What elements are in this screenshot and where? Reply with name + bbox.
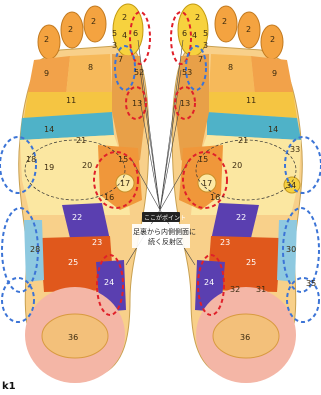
left-label-14: 14 bbox=[44, 125, 54, 134]
callout-line-2: 続く反射区 bbox=[148, 237, 183, 246]
left-label-21: 21 bbox=[76, 136, 86, 145]
left-label-24: 24 bbox=[104, 278, 114, 287]
right-label-21: 21 bbox=[238, 136, 248, 145]
bottom-text-fragment: k1 bbox=[2, 381, 16, 391]
right-label-14: 14 bbox=[268, 125, 278, 134]
right-label-20: 20 bbox=[232, 161, 242, 170]
left-zone-8-area bbox=[66, 54, 112, 95]
left-label-52: 52 bbox=[134, 68, 144, 77]
right-label-25: 25 bbox=[246, 258, 256, 267]
right-label-13: 13 bbox=[180, 99, 190, 108]
left-label-5: 5 bbox=[112, 29, 117, 38]
left-label-15: 15 bbox=[118, 155, 128, 164]
left-label-7: 7 bbox=[118, 55, 123, 64]
right-label-4: 4 bbox=[192, 31, 197, 40]
right-label-5: 5 bbox=[203, 29, 208, 38]
right-label-35: 35 bbox=[306, 279, 316, 288]
left-label-2b: 2 bbox=[68, 25, 73, 34]
left-label-20: 20 bbox=[82, 161, 92, 170]
left-label-22: 22 bbox=[72, 213, 82, 222]
right-label-7: 7 bbox=[198, 55, 203, 64]
left-label-3: 3 bbox=[112, 41, 117, 50]
callout-tag: ここがポイント bbox=[144, 214, 186, 222]
right-label-11: 11 bbox=[246, 96, 256, 105]
right-label-9: 9 bbox=[272, 69, 277, 78]
left-label-2d: 2 bbox=[122, 13, 127, 22]
right-zone-8-area bbox=[209, 54, 255, 95]
right-label-3: 3 bbox=[203, 41, 208, 50]
left-label-6: 6 bbox=[133, 29, 138, 38]
left-label-4: 4 bbox=[122, 31, 127, 40]
right-foot bbox=[172, 4, 302, 383]
left-label-28: 28 bbox=[30, 245, 40, 254]
left-label-17: 17 bbox=[120, 179, 130, 188]
right-label-31: 31 bbox=[256, 285, 266, 294]
right-label-16: 16 bbox=[210, 193, 220, 202]
right-label-2d: 2 bbox=[195, 13, 200, 22]
right-label-53: 53 bbox=[182, 68, 192, 77]
left-label-9: 9 bbox=[44, 69, 49, 78]
right-label-34: 34 bbox=[286, 181, 296, 190]
callout-line-1: 足裏から内側側面に bbox=[133, 227, 196, 236]
left-label-2c: 2 bbox=[91, 17, 96, 26]
right-label-24: 24 bbox=[204, 278, 214, 287]
left-label-18: 18 bbox=[26, 155, 36, 164]
right-label-2c: 2 bbox=[222, 17, 227, 26]
right-label-2b: 2 bbox=[246, 25, 251, 34]
right-label-6: 6 bbox=[182, 29, 187, 38]
right-label-15: 15 bbox=[198, 155, 208, 164]
right-label-8: 8 bbox=[228, 63, 233, 72]
left-foot bbox=[19, 4, 149, 383]
left-label-8: 8 bbox=[88, 63, 93, 72]
left-label-11: 11 bbox=[66, 96, 76, 105]
left-label-16: 16 bbox=[104, 193, 114, 202]
left-label-23: 23 bbox=[92, 238, 102, 247]
right-zone-22-23-area bbox=[211, 203, 259, 240]
left-label-19: 19 bbox=[44, 163, 54, 172]
right-label-17: 17 bbox=[202, 179, 212, 188]
right-label-30: 30 bbox=[286, 245, 296, 254]
left-label-13: 13 bbox=[132, 99, 142, 108]
right-label-36: 36 bbox=[240, 333, 250, 342]
left-label-36: 36 bbox=[68, 333, 78, 342]
right-label-33: 33 bbox=[290, 145, 300, 154]
right-label-23: 23 bbox=[220, 238, 230, 247]
left-label-25: 25 bbox=[68, 258, 78, 267]
right-label-32: 32 bbox=[230, 285, 240, 294]
left-zone-22-23-area bbox=[62, 203, 110, 240]
right-label-22: 22 bbox=[236, 213, 246, 222]
right-label-2a: 2 bbox=[270, 35, 275, 44]
left-label-2a: 2 bbox=[44, 35, 49, 44]
